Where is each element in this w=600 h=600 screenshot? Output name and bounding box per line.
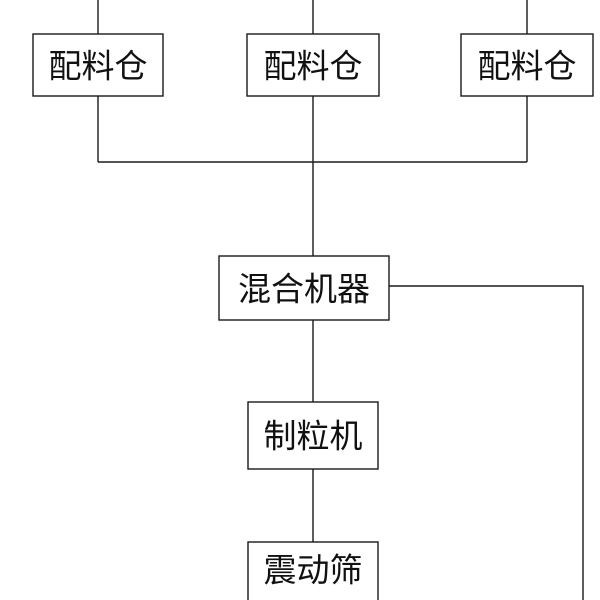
node-granulator: 制粒机: [247, 401, 379, 470]
edge-mixer-right: [389, 285, 584, 600]
node-bin-3-box: [460, 33, 594, 97]
node-bin-2: 配料仓: [246, 33, 380, 97]
node-bin-2-label: 配料仓: [264, 47, 363, 86]
node-bin-1: 配料仓: [32, 33, 164, 97]
node-bin-1-box: [32, 33, 164, 97]
node-mixer: 混合机器: [218, 255, 390, 321]
node-bin-3-label: 配料仓: [478, 47, 577, 86]
node-mixer-label: 混合机器: [238, 270, 370, 309]
node-mixer-box: [218, 255, 390, 321]
node-bin-2-box: [246, 33, 380, 97]
node-screen-box: [247, 541, 379, 600]
node-bin-3: 配料仓: [460, 33, 594, 97]
node-screen: 震动筛: [247, 541, 379, 600]
node-bin-1-label: 配料仓: [49, 47, 148, 86]
node-screen-label: 震动筛: [264, 551, 363, 590]
node-granulator-label: 制粒机: [264, 417, 363, 456]
node-granulator-box: [247, 401, 379, 470]
